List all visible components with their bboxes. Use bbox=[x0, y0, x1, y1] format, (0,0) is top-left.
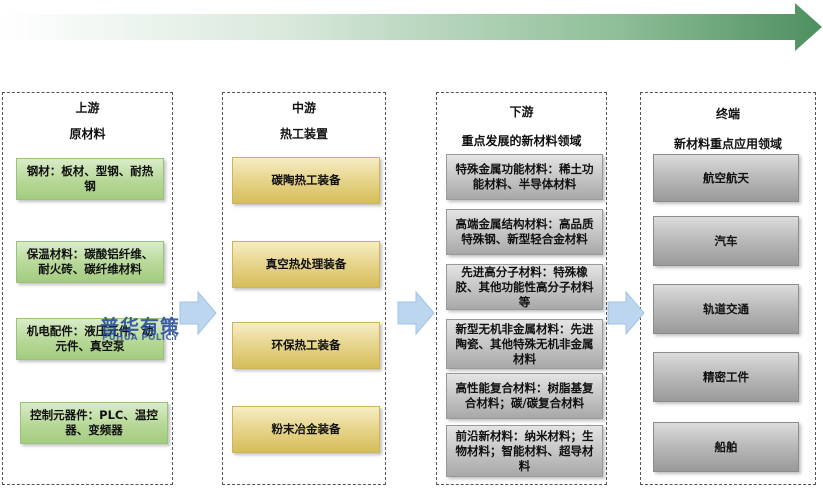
upstream-item-steel: 钢材：板材、型钢、耐热钢 bbox=[16, 158, 164, 200]
upstream-item-insulation: 保温材料：碳酸铝纤维、耐火砖、碳纤维材料 bbox=[16, 241, 164, 283]
downstream-item-frontier: 前沿新材料：纳米材料；生物材料；智能材料、超导材料 bbox=[446, 425, 603, 477]
column-subtitle: 新材料重点应用领域 bbox=[673, 137, 782, 151]
flow-arrow-3 bbox=[607, 290, 645, 336]
midstream-item-eco-thermal: 环保热工装备 bbox=[232, 322, 380, 369]
column-title: 终端 bbox=[715, 107, 740, 121]
terminal-item-rail: 轨道交通 bbox=[653, 284, 799, 334]
column-midstream: 中游 热工装置 碳陶热工装备 真空热处理装备 环保热工装备 粉末冶金装备 bbox=[222, 92, 386, 485]
upstream-item-control: 控制元器件：PLC、温控器、变频器 bbox=[20, 402, 168, 444]
watermark-logo-text: 普华有策 bbox=[100, 316, 181, 338]
upstream-item-electromechanical: 机电配件：液压元件、动元件、真空泵 bbox=[16, 318, 164, 360]
column-subtitle: 热工装置 bbox=[279, 127, 328, 141]
terminal-item-automotive: 汽车 bbox=[653, 216, 799, 266]
watermark-logo-subtext: PUHUA POLICY bbox=[102, 333, 179, 343]
midstream-item-vacuum-heat: 真空热处理装备 bbox=[232, 241, 380, 288]
column-subtitle: 重点发展的新材料领域 bbox=[461, 134, 582, 148]
downstream-item-composite: 高性能复合材料：树脂基复合材料；碳/碳复合材料 bbox=[446, 373, 603, 419]
terminal-item-aerospace: 航空航天 bbox=[653, 154, 799, 202]
terminal-item-ship: 船舶 bbox=[653, 422, 799, 472]
downstream-item-special-metal: 特殊金属功能材料：稀土功能材料、半导体材料 bbox=[446, 154, 603, 200]
column-title: 中游 bbox=[291, 101, 316, 115]
midstream-item-powder-metallurgy: 粉末冶金装备 bbox=[232, 406, 380, 453]
flow-direction-arrow bbox=[0, 3, 822, 51]
column-subtitle: 原材料 bbox=[69, 127, 106, 141]
midstream-item-carbon-ceramic: 碳陶热工装备 bbox=[232, 157, 380, 204]
terminal-item-precision: 精密工件 bbox=[653, 352, 799, 402]
column-downstream: 下游 重点发展的新材料领域 特殊金属功能材料：稀土功能材料、半导体材料 高端金属… bbox=[436, 92, 607, 485]
column-upstream: 上游 原材料 钢材：板材、型钢、耐热钢 保温材料：碳酸铝纤维、耐火砖、碳纤维材料… bbox=[2, 92, 173, 485]
column-title: 上游 bbox=[75, 101, 100, 115]
column-title: 下游 bbox=[509, 105, 534, 119]
flow-arrow-1 bbox=[179, 290, 217, 336]
flow-arrow-2 bbox=[397, 290, 435, 336]
downstream-item-structural-metal: 高端金属结构材料：高品质特殊钢、新型轻合金材料 bbox=[446, 209, 603, 255]
downstream-item-inorganic: 新型无机非金属材料：先进陶瓷、其他特殊无机非金属材料 bbox=[446, 319, 603, 369]
column-terminal: 终端 新材料重点应用领域 航空航天 汽车 轨道交通 精密工件 船舶 bbox=[640, 92, 816, 485]
downstream-item-polymer: 先进高分子材料：特殊橡胶、其他功能性高分子材料等 bbox=[446, 264, 603, 310]
